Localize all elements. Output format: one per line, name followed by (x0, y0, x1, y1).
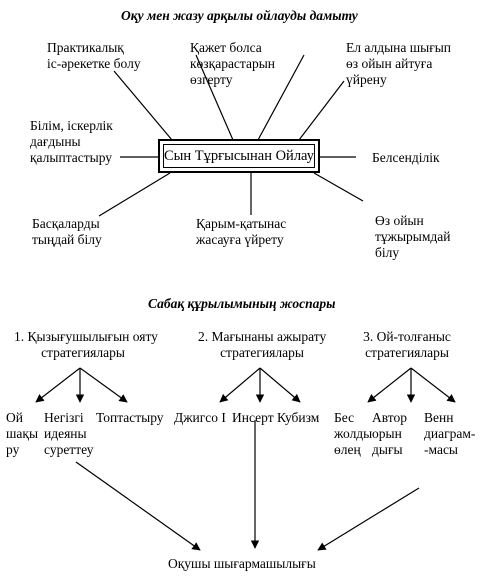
center-concept-inner: Сын Тұрғысынан Ойлау (163, 144, 315, 168)
node-activity: Белсенділік (372, 150, 440, 165)
arrow-stage1-item3 (79, 367, 128, 403)
center-concept-box: Сын Тұрғысынан Ойлау (158, 139, 320, 173)
connector-change-left (195, 54, 234, 141)
arrow-stage1-item1 (35, 367, 81, 403)
stage2-item-insert: Инсерт (232, 410, 274, 425)
stage3-item-venn: Венн диаграм- -масы (424, 410, 476, 457)
stage3-item-bes-zholdy: Бес жолды өлең (334, 410, 373, 457)
stage3-item-avtor-oryndygy: Автор орын дығы (372, 410, 408, 457)
center-concept-label: Сын Тұрғысынан Ойлау (163, 147, 315, 164)
stage1-item-oi-shakyru: Ой шақы ру (6, 410, 39, 457)
connector-change-right (257, 54, 305, 141)
stage2-item-jigsaw: Джигсо I (174, 410, 226, 425)
stage1-item-toptastyru: Топтастыру (96, 410, 164, 425)
stage1-item-negizgi-ideia: Негізгі идеяны суреттеу (44, 410, 94, 457)
connector-formulate (313, 172, 364, 202)
arrow-to-result-left (75, 461, 201, 551)
stage1-label: 1. Қызығушылығын ояту стратегиялары (14, 329, 158, 360)
arrow-to-result-right (317, 487, 420, 551)
diagram1-title: Оқу мен жазу арқылы ойлауды дамыту (121, 8, 358, 23)
connector-listen (98, 172, 171, 217)
node-practical: Практикалық іс-әрекетке болу (47, 40, 141, 71)
connector-express (298, 80, 345, 141)
arrow-stage2-item1 (219, 367, 261, 403)
node-knowledge: Білім, іскерлік дағдыны қалыптастыру (30, 118, 113, 165)
arrow-stage3-item3 (410, 367, 456, 403)
node-formulate: Өз ойын тұжырымдай білу (375, 213, 451, 260)
stage3-label: 3. Ой-толғаныс стратегиялары (363, 329, 451, 360)
node-change: Қажет болса көзқарастарын өзгерту (190, 40, 276, 87)
node-listen: Басқаларды тыңдай білу (32, 216, 102, 247)
node-express: Ел алдына шығып өз ойын айтуға үйрену (346, 40, 452, 87)
stage2-label: 2. Мағынаны ажырату стратегиялары (198, 329, 327, 360)
node-communicate: Қарым-қатынас жасауға үйрету (196, 216, 287, 247)
result-label: Оқушы шығармашылығы (168, 556, 316, 571)
stage2-item-cubism: Кубизм (277, 410, 320, 425)
arrow-stage2-item3 (259, 367, 301, 403)
diagram2-title: Сабақ құрылымының жоспары (148, 296, 336, 311)
arrow-stage3-item1 (367, 367, 412, 403)
connector-practical (113, 70, 173, 141)
